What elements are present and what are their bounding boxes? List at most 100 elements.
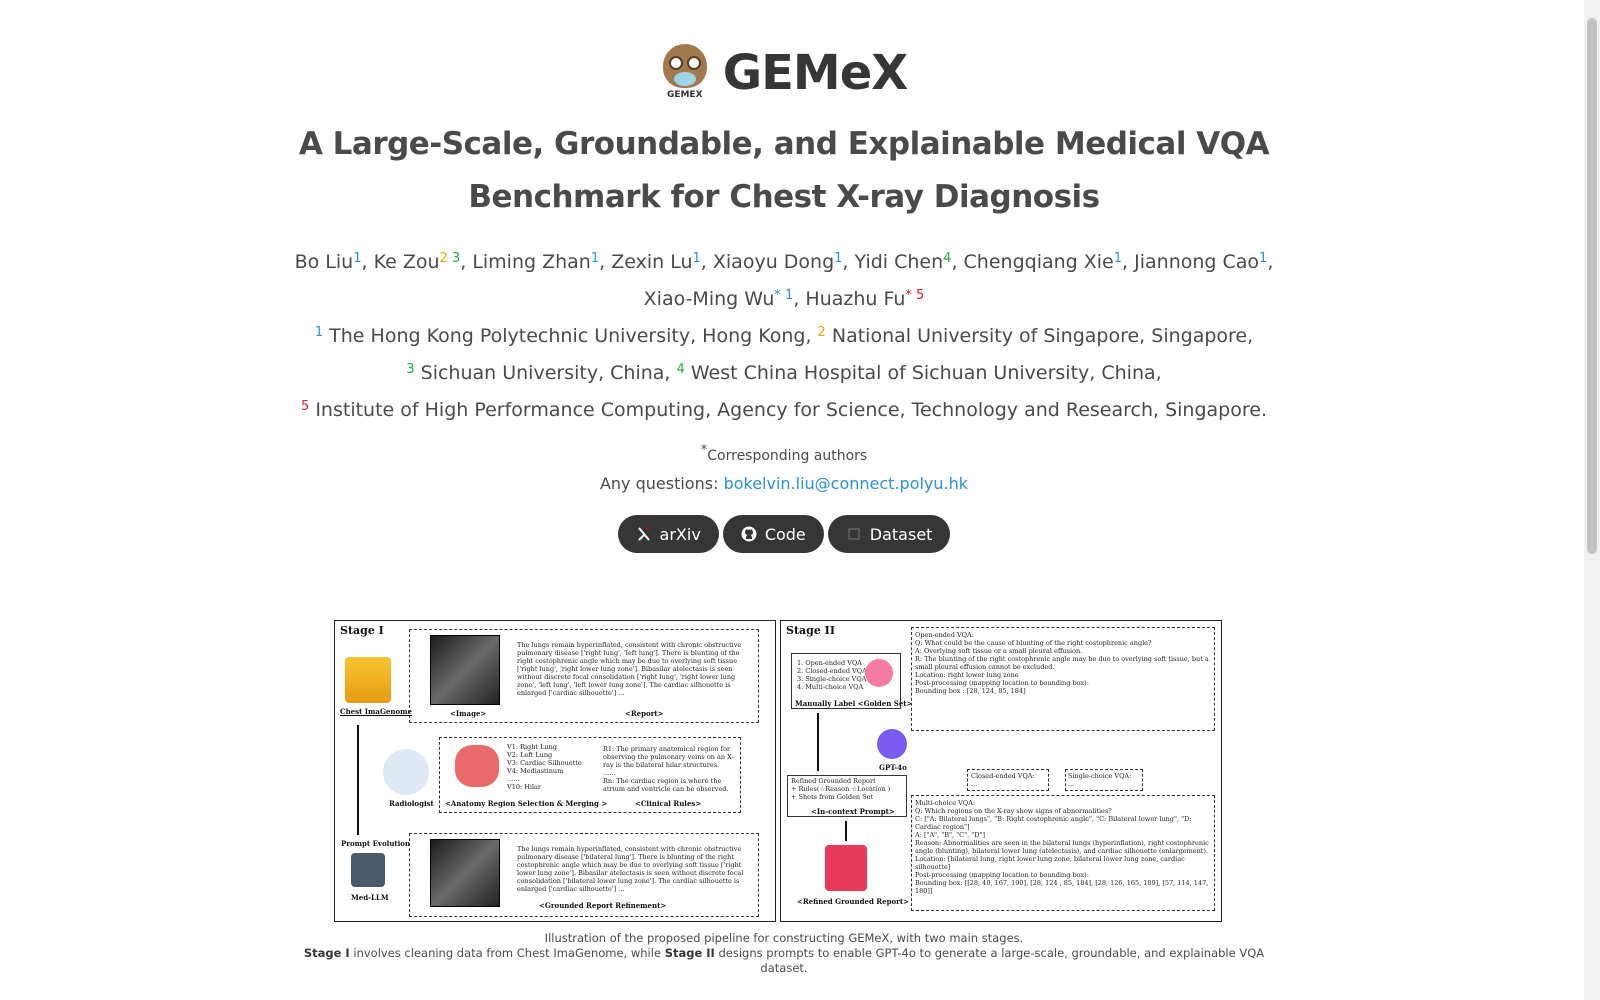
affil-sup: 1	[353, 251, 362, 266]
contact-email-link[interactable]: bokelvin.liu@connect.polyu.hk	[723, 474, 969, 493]
author-name[interactable]: Xiao-Ming Wu	[643, 288, 775, 310]
paper-subtitle: A Large-Scale, Groundable, and Explainab…	[284, 118, 1284, 224]
corresponding-text: Corresponding authors	[707, 448, 868, 464]
scrollbar-thumb[interactable]	[1587, 18, 1597, 554]
affil-sup: 3	[447, 251, 461, 266]
affiliation: The Hong Kong Polytechnic University, Ho…	[329, 325, 812, 347]
page-title: GEMeX	[722, 45, 909, 101]
lungs-icon	[455, 745, 499, 787]
clinical-rules-text: R1: The primary anatomical region for ob…	[603, 745, 734, 793]
stage-1-panel: Stage I Chest ImaGenome <Image> The lung…	[334, 620, 776, 922]
affil-sup: 1	[780, 288, 794, 303]
dataset-button[interactable]: Dataset	[827, 515, 951, 553]
corresponding-star: *	[774, 288, 781, 303]
grounded-report-label: <Grounded Report Refinement>	[539, 901, 667, 910]
affil-sup: 4	[676, 362, 685, 377]
report-label: <Report>	[625, 709, 664, 718]
affil-sup: 2	[439, 251, 448, 266]
gemex-owl-logo: GEMEX	[661, 44, 709, 102]
dataset-icon	[846, 526, 862, 542]
caption-text-b: designs prompts to enable GPT-4o to gene…	[718, 946, 1265, 975]
region-list: V1: Right Lung V2: Left Lung V3: Cardiac…	[507, 743, 582, 791]
image-label: <Image>	[450, 709, 487, 718]
single-choice-box	[1065, 769, 1143, 791]
affiliation-line-3: 5 Institute of High Performance Computin…	[240, 390, 1328, 427]
source-label: Chest ImaGenome	[340, 707, 412, 716]
folder-icon	[345, 657, 391, 703]
author-name[interactable]: Yidi Chen	[854, 251, 944, 273]
stage-2-label: Stage II	[786, 624, 835, 637]
title-row: GEMEX GEMeX	[0, 44, 1568, 102]
anatomy-rules-box	[439, 737, 741, 813]
stage-2-panel: Stage II 1. Open-ended VQA 2. Closed-end…	[780, 620, 1222, 922]
affil-sup: 4	[943, 251, 952, 266]
closed-ended-box	[967, 769, 1049, 791]
arxiv-button[interactable]: arXiv	[617, 515, 719, 553]
gpt-4o-icon	[877, 729, 907, 759]
stage-1-label: Stage I	[340, 624, 384, 637]
affiliation: Institute of High Performance Computing,…	[315, 399, 1267, 421]
affiliation: West China Hospital of Sichuan Universit…	[690, 362, 1162, 384]
down-arrow	[817, 713, 819, 771]
caption-line-2: Stage I involves cleaning data from Ches…	[284, 946, 1284, 976]
author-name[interactable]: Jiannong Cao	[1134, 251, 1260, 273]
open-ended-text: Open-ended VQA: Q: What could be the cau…	[915, 631, 1209, 695]
corresponding-note: *Corresponding authors	[0, 443, 1568, 464]
prompt-evolution-label: Prompt Evolution	[341, 839, 411, 848]
multi-choice-box	[911, 795, 1215, 911]
author-name[interactable]: Ke Zou	[373, 251, 440, 273]
caption-text-a: involves cleaning data from Chest ImaGen…	[353, 946, 662, 960]
golden-set-box	[791, 653, 901, 709]
affiliation: National University of Singapore, Singap…	[831, 325, 1254, 347]
closed-ended-text: Closed-ended VQA: ...	[971, 772, 1035, 788]
chest-xray-image-2	[430, 839, 500, 907]
author-block: Bo Liu1, Ke Zou2 3, Liming Zhan1, Zexin …	[240, 242, 1328, 427]
author-name[interactable]: Liming Zhan	[472, 251, 591, 273]
corresponding-star: *	[700, 443, 708, 458]
affil-sup: 1	[1113, 251, 1123, 266]
radiologist-icon	[383, 749, 429, 795]
robot-icon	[351, 853, 385, 887]
chest-xray-image	[430, 635, 500, 705]
affil-sup: 1	[314, 325, 324, 340]
multi-choice-text: Multi-choice VQA: Q: Which regions on th…	[915, 799, 1209, 895]
author-name[interactable]: Chengqiang Xie	[963, 251, 1114, 273]
pen-icon	[865, 659, 893, 687]
author-name[interactable]: Xiaoyu Dong	[712, 251, 835, 273]
golden-set-label: Manually Label <Golden Set>	[795, 699, 913, 708]
dataset-label: Dataset	[869, 524, 933, 544]
arxiv-label: arXiv	[659, 524, 701, 544]
arxiv-icon	[636, 526, 652, 542]
author-name[interactable]: Zexin Lu	[611, 251, 693, 273]
affil-sup: 1	[834, 251, 843, 266]
grounded-report-text: The lungs remain hyperinflated, consiste…	[517, 845, 744, 893]
affil-sup: 1	[1259, 251, 1268, 266]
author-name[interactable]: Bo Liu	[294, 251, 354, 273]
gpt-4o-label: GPT-4o	[879, 763, 907, 772]
affiliation-line-2: 3 Sichuan University, China, 4 West Chin…	[240, 353, 1328, 390]
github-icon	[741, 526, 757, 542]
down-arrow	[357, 725, 359, 835]
logo-text: GEMEX	[666, 90, 703, 100]
open-ended-box	[911, 627, 1215, 731]
contact-label: Any questions:	[599, 474, 719, 493]
author-name[interactable]: Huazhu Fu	[805, 288, 906, 310]
corresponding-star: *	[905, 288, 912, 303]
subtitle-line-1: A Large-Scale, Groundable, and Explainab…	[298, 126, 1270, 162]
report-folder-icon	[825, 845, 867, 891]
caption-line-1: Illustration of the proposed pipeline fo…	[544, 931, 1024, 945]
med-llm-label: Med-LLM	[351, 893, 389, 902]
subtitle-line-2: Benchmark for Chest X-ray Diagnosis	[468, 179, 1100, 215]
code-button[interactable]: Code	[722, 515, 824, 553]
up-arrow	[845, 821, 847, 841]
affil-sup: 2	[817, 325, 826, 340]
grounded-report-box	[409, 833, 759, 917]
refined-report-label: <Refined Grounded Report>	[797, 897, 909, 906]
affil-sup: 3	[406, 362, 415, 377]
code-label: Code	[764, 524, 806, 544]
image-report-box	[409, 629, 759, 723]
affil-sup: 1	[692, 251, 701, 266]
author-line-1: Bo Liu1, Ke Zou2 3, Liming Zhan1, Zexin …	[294, 251, 1274, 273]
affil-sup: 1	[590, 251, 600, 266]
